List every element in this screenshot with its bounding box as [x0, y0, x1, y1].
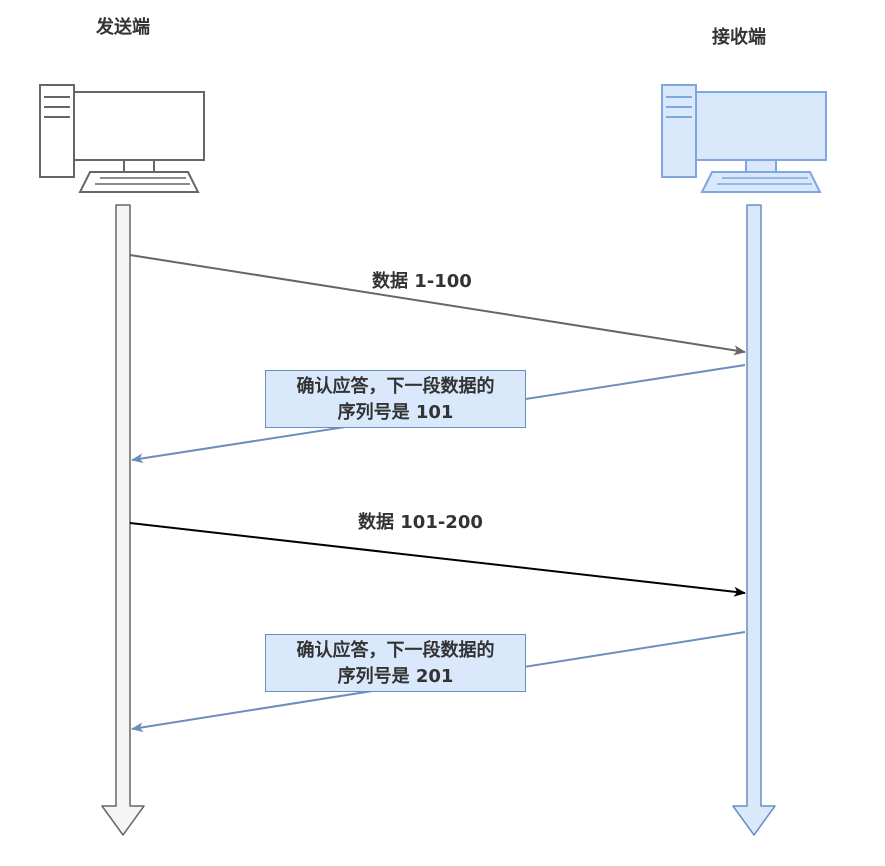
data-arrow-2 [129, 522, 746, 597]
data-arrow-1 [129, 254, 746, 356]
receiver-title: 接收端 [712, 27, 766, 48]
ack-label-2-line2: 序列号是 201 [337, 666, 454, 687]
sender-computer-icon [39, 84, 205, 193]
ack-label-1-line2: 序列号是 101 [337, 402, 454, 423]
data-label-2: 数据 101-200 [358, 512, 483, 533]
sender-lifeline [101, 204, 145, 836]
data-label-1: 数据 1-100 [372, 271, 472, 292]
ack-label-box-1: 确认应答，下一段数据的 序列号是 101 [265, 370, 526, 428]
sender-title: 发送端 [96, 17, 150, 38]
receiver-computer-icon [661, 84, 827, 193]
ack-label-2-line1: 确认应答，下一段数据的 [296, 640, 495, 661]
ack-label-box-2: 确认应答，下一段数据的 序列号是 201 [265, 634, 526, 692]
receiver-lifeline [732, 204, 776, 836]
ack-label-1-line1: 确认应答，下一段数据的 [296, 376, 495, 397]
